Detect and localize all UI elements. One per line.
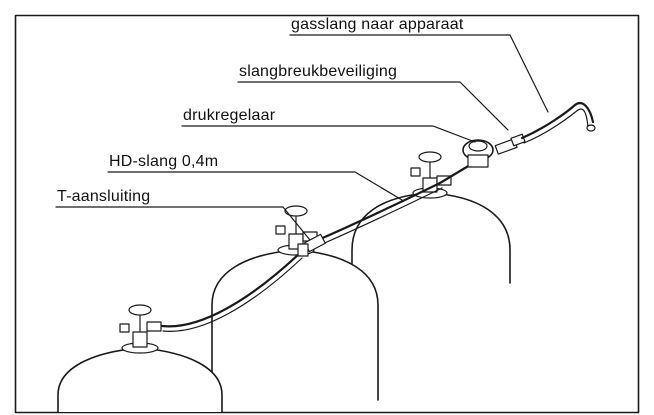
gas-cylinder-2 xyxy=(211,205,379,401)
pressure-regulator xyxy=(462,139,494,168)
gas-cylinder-3 xyxy=(351,151,511,284)
label-t-connector: T-aansluiting xyxy=(57,188,150,205)
label-hose-break-safety: slangbreukbeveiliging xyxy=(239,63,397,80)
hp-hose-1 xyxy=(160,251,303,332)
hose-break-safety-device xyxy=(494,133,526,155)
leader-lines xyxy=(55,34,549,241)
valve-handwheel-icon xyxy=(418,151,442,163)
diagram-frame xyxy=(14,14,640,414)
label-gas-hose-to-appliance: gasslang naar apparaat xyxy=(291,16,464,33)
hp-hose-2 xyxy=(316,181,443,246)
valve-handwheel-icon xyxy=(128,304,152,316)
label-pressure-regulator: drukregelaar xyxy=(183,107,276,124)
gas-cylinder-1 xyxy=(57,304,223,413)
main-pipe xyxy=(438,163,472,185)
label-hp-hose: HD-slang 0,4m xyxy=(109,153,218,170)
valve-handwheel-icon xyxy=(284,205,308,217)
t-connector xyxy=(297,233,326,257)
hose-to-appliance xyxy=(520,102,596,144)
